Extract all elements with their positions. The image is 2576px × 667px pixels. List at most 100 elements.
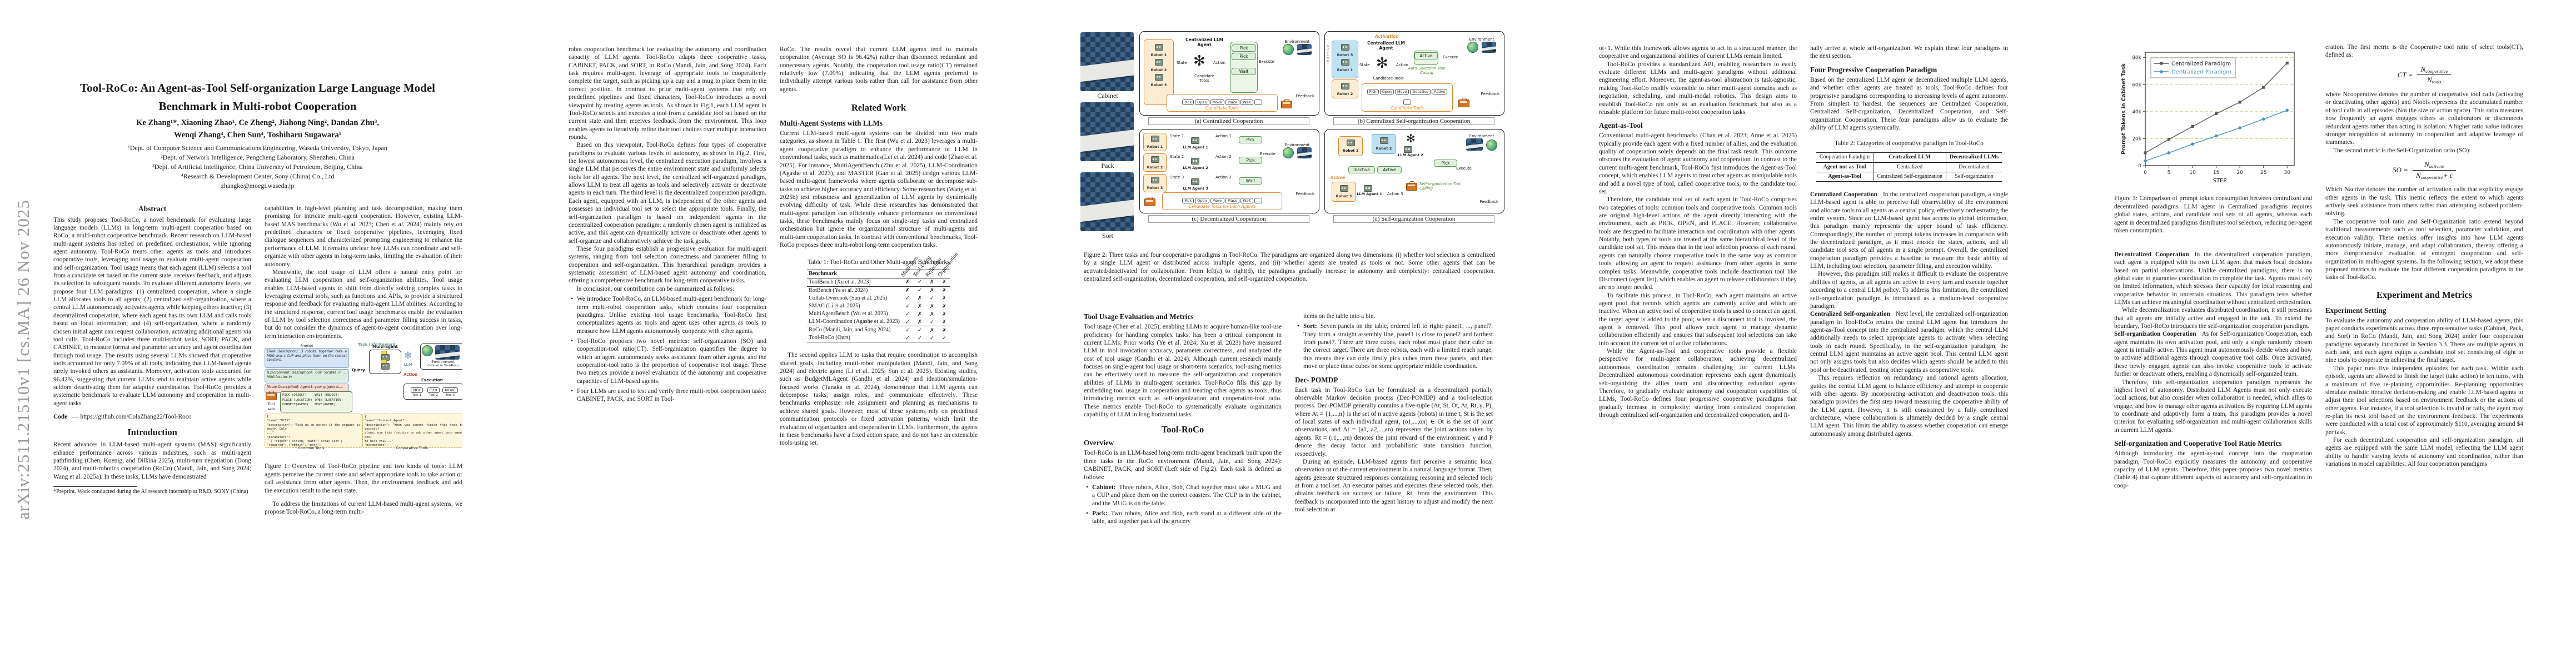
state-label: State 1 bbox=[1170, 134, 1184, 138]
tool-slot-label: Tool 2 bbox=[429, 394, 438, 397]
arxiv-watermark: arXiv:2511.21510v1 [cs.MA] 26 Nov 2025 bbox=[13, 200, 33, 520]
decpomdp-heading: Dec- POMDP bbox=[1295, 375, 1338, 384]
svg-text:15: 15 bbox=[2213, 170, 2219, 176]
central-llm-label: Centralized LLM Agent bbox=[1367, 41, 1405, 51]
organization-mark: ✗ bbox=[938, 278, 950, 287]
prompt-label: Prompt bbox=[300, 344, 313, 349]
organization-mark: ✗ bbox=[941, 287, 946, 294]
code-line: Code — https://github.com/ColaZhang22/To… bbox=[53, 413, 251, 421]
so-fraction: Nactivate Ncooperative+ ε bbox=[2412, 160, 2456, 180]
toolusing-mark: ✓ bbox=[917, 335, 922, 341]
code-link[interactable]: — https://github.com/ColaZhang22/Tool-Ro… bbox=[71, 414, 192, 421]
p5c2-para4: Which Nactive denotes the number of acti… bbox=[2325, 186, 2523, 217]
pack-sim-image bbox=[1080, 102, 1134, 161]
page2-column-1: robot cooperation benchmark for evaluati… bbox=[569, 46, 766, 646]
selected-tools-box: Pick Pick Wait bbox=[1230, 42, 1258, 93]
reflection-mark: ✓ bbox=[929, 335, 934, 341]
robot-icon bbox=[1379, 137, 1388, 144]
environment-icon bbox=[1467, 42, 1479, 53]
mas-llm-heading: Multi-Agent Systems with LLMs bbox=[780, 118, 883, 127]
candidate-tool-chip: Pick bbox=[1367, 89, 1379, 94]
ct-denominator: Ntools bbox=[2417, 74, 2452, 85]
p4c2-para3: However, this paradigm still makes it di… bbox=[1810, 271, 2008, 310]
robot-icon bbox=[1150, 177, 1159, 183]
table-row: ToolBench (Xu et al. 2023) ✗ ✓ ✗ ✗ bbox=[807, 278, 950, 287]
environment-description-box: [Environment Description]: CUP locates i… bbox=[265, 369, 349, 383]
execute-label: Execute bbox=[1259, 59, 1274, 64]
p5c1-para2: While decentralization evaluates distrib… bbox=[2114, 307, 2312, 330]
robots-box: Robot 1 Robot 2 Robot 3 bbox=[1144, 39, 1174, 105]
related-work-heading: Related Work bbox=[851, 102, 906, 113]
t2-h0: Cooperation Paradigm bbox=[1816, 152, 1874, 163]
affiliation-line: ³Dept. of Artificial Intelligence, China… bbox=[152, 163, 363, 171]
environment-label: Environment bbox=[1469, 134, 1494, 138]
p5c1-para3: Therefore, this self-organization cooper… bbox=[2114, 379, 2312, 434]
sort-text: Seven panels on the table, ordered left … bbox=[1303, 323, 1493, 370]
env-sim-thumb bbox=[1297, 44, 1312, 55]
affiliation-line: ⁴Research & Development Center, Sony (Ch… bbox=[181, 172, 335, 181]
figure1-caption: Figure 1: Overview of Tool-RoCo pipeline… bbox=[265, 463, 462, 494]
svg-text:STEP: STEP bbox=[2213, 178, 2227, 184]
table2-header-row: Cooperation Paradigm Centralized LLM Dec… bbox=[1816, 152, 2002, 163]
panel-d-caption: (d) Self-organization Cooperation bbox=[1333, 215, 1494, 223]
llm-agent-label: LLM Agent 3 bbox=[1183, 186, 1208, 191]
common-tools-json: { "name":"PCIK" "description": "Pick up … bbox=[265, 414, 362, 449]
centralized-selforg-head: Centralized Self-organization bbox=[1810, 311, 1890, 318]
llm-agent-icon bbox=[1191, 178, 1199, 185]
reflection-mark: ✓ bbox=[929, 295, 934, 302]
tool-name: WAIT (OBJECT) bbox=[315, 394, 340, 397]
svg-text:Prompt Tokens in Cabinet Task: Prompt Tokens in Cabinet Task bbox=[2121, 63, 2127, 155]
svg-text:20k: 20k bbox=[2132, 136, 2141, 142]
robot-icon bbox=[1341, 83, 1349, 89]
svg-text:0: 0 bbox=[2138, 163, 2141, 169]
cabinet-label: Cabinet bbox=[1097, 92, 1118, 99]
robot-label: Robot 1 bbox=[1147, 145, 1163, 149]
table1-header-multiturn: Multi-Turn bbox=[900, 255, 920, 278]
environment-icon bbox=[422, 345, 433, 357]
figure1-diagram: Prompt [Task Description] :3 robots, tog… bbox=[265, 342, 462, 458]
cabinet-sim: Cabinet bbox=[1080, 32, 1135, 100]
p4c2-para2: Based on the centralized LLM agent or de… bbox=[1810, 76, 2008, 132]
candidate-tool-chip: Pick bbox=[1182, 198, 1194, 203]
candidate-tool-chip: Move bbox=[1394, 89, 1409, 94]
t2-r0-c1: Centralized bbox=[1873, 162, 1946, 172]
cooperative-tools-label: Cooperative Tools bbox=[396, 446, 428, 451]
benchmark-name: RoCo (Mandi, Jain, and Song 2024) bbox=[809, 327, 891, 334]
p4c2-para4: This requires reflection on redundancy a… bbox=[1810, 375, 2008, 437]
action-label: Action 3 bbox=[1215, 175, 1232, 180]
table-row: Tool-RoCo (Ours) ✓ ✓ ✓ ✓ bbox=[807, 334, 950, 342]
panel-c-caption: (c) Decentralized Cooperation bbox=[1148, 215, 1309, 223]
panel-d: Robot 1 Robot 2 ✻ LLM Agent 2 Pick Inact… bbox=[1324, 129, 1505, 223]
robot3-label: Robot 3 bbox=[1150, 83, 1167, 87]
organization-mark: ✗ bbox=[941, 295, 946, 302]
candidate-tool-chip: Pick bbox=[1182, 99, 1194, 105]
p1c2-para2: Meanwhile, the tool usage of LLM offers … bbox=[265, 268, 462, 340]
multiturn-mark: ✓ bbox=[905, 295, 910, 302]
p4c1-para3: Conventional multi-agent benchmarks (Cha… bbox=[1599, 132, 1797, 195]
p5c2-para6: To evaluate the autonomy and cooperation… bbox=[2325, 317, 2523, 364]
authors-line-2: Wenqi Zhang⁴, Chen Sun⁴, Toshiharu Sugaw… bbox=[173, 131, 342, 140]
abstract-text: This study proposes Tool-RoCo, a novel b… bbox=[53, 216, 251, 407]
active-robot-box: Robot 2 bbox=[1332, 79, 1358, 98]
task-text: Three robots, Alice, Bob, Chad together … bbox=[1092, 484, 1282, 507]
robot-icon bbox=[1346, 140, 1355, 146]
env-sim-thumb bbox=[1297, 147, 1312, 158]
benchmark-name: Collab-Overcook (Sun et al. 2025) bbox=[809, 295, 888, 302]
candidate-tools-label: Candidate Tools for Each Agents bbox=[1188, 204, 1256, 209]
experiment-heading: Experiment and Metrics bbox=[2376, 289, 2473, 300]
p2c1-para3: These four paradigms establish a progres… bbox=[569, 245, 766, 285]
toolbox-icon bbox=[266, 391, 277, 401]
common-tools-label: Common Tools bbox=[298, 446, 325, 451]
robot-icon bbox=[1154, 74, 1163, 81]
page-3: Cabinet Pack Sort Robot 1 Robot 2 Robot … bbox=[1030, 0, 1546, 667]
robot2-box: Robot 2 bbox=[1372, 134, 1396, 154]
page-title: Tool-RoCo: An Agent-as-Tool Self-organiz… bbox=[0, 79, 515, 115]
p4c2-para1: nally arrive at whole self-organization.… bbox=[1810, 45, 2008, 60]
p3c1-para1: Tool usage (Chen et al. 2025), enabling … bbox=[1084, 323, 1282, 419]
llm-icon: ✻ bbox=[403, 350, 412, 362]
robot-icon bbox=[1154, 44, 1163, 51]
